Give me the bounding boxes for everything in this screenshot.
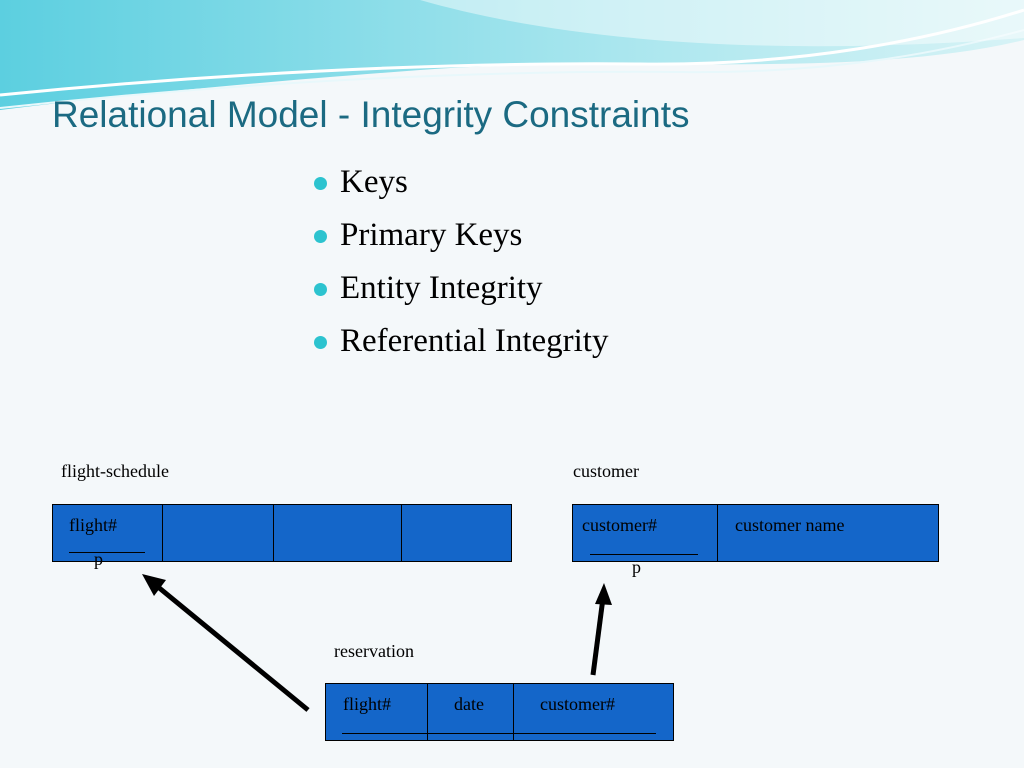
- reservation-label: reservation: [334, 641, 414, 661]
- flight-schedule-col-2: [163, 505, 274, 561]
- column-label: flight#: [69, 515, 117, 535]
- bullet-dot-icon: [314, 336, 327, 349]
- flight-schedule-col-3: [274, 505, 402, 561]
- customer-col-customer-id: customer#: [573, 505, 718, 561]
- primary-key-marker: p: [94, 549, 103, 569]
- reservation-col-customer: customer#: [514, 684, 673, 740]
- flight-schedule-col-flight: flight#: [53, 505, 163, 561]
- bullet-item: Referential Integrity: [312, 319, 608, 372]
- bullet-item: Keys: [312, 160, 608, 213]
- header-wave-decoration: [0, 0, 1024, 110]
- arrow-reservation-to-customer: [590, 597, 606, 676]
- reservation-col-date: date: [428, 684, 514, 740]
- customer-table: customer# customer name: [572, 504, 939, 562]
- customer-label: customer: [573, 461, 639, 481]
- bullet-item: Primary Keys: [312, 213, 608, 266]
- customer-col-customer-name: customer name: [718, 505, 938, 561]
- bullet-text: Primary Keys: [340, 217, 523, 253]
- arrowhead-customer-icon: [595, 583, 612, 605]
- bullet-text: Entity Integrity: [340, 270, 543, 306]
- bullet-text: Referential Integrity: [340, 323, 609, 359]
- column-label: customer#: [540, 694, 615, 714]
- key-underline: [342, 733, 656, 734]
- bullet-item: Entity Integrity: [312, 266, 608, 319]
- arrow-reservation-to-flight-schedule: [148, 578, 310, 712]
- bullet-dot-icon: [314, 177, 327, 190]
- slide-title: Relational Model - Integrity Constraints: [52, 94, 690, 135]
- bullet-list: Keys Primary Keys Entity Integrity Refer…: [312, 160, 608, 372]
- column-label: customer#: [582, 515, 657, 535]
- column-label: flight#: [343, 694, 391, 714]
- column-label: customer name: [735, 515, 845, 535]
- bullet-text: Keys: [340, 164, 408, 200]
- primary-key-underline: [590, 554, 698, 555]
- column-label: date: [454, 694, 484, 714]
- reservation-col-flight: flight#: [326, 684, 428, 740]
- reservation-table: flight# date customer#: [325, 683, 674, 741]
- bullet-dot-icon: [314, 230, 327, 243]
- primary-key-marker: p: [632, 557, 641, 577]
- bullet-dot-icon: [314, 283, 327, 296]
- arrowhead-flight-schedule-icon: [142, 574, 166, 596]
- flight-schedule-label: flight-schedule: [61, 461, 169, 481]
- primary-key-underline: [69, 552, 145, 553]
